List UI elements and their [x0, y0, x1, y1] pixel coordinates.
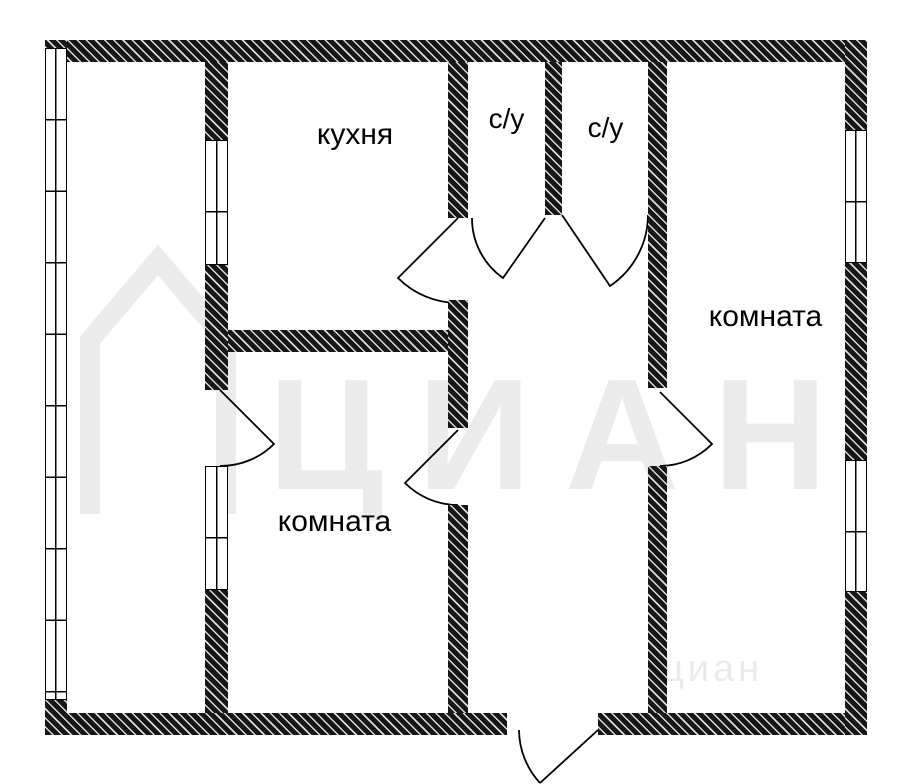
- window-loggia-upper: [205, 140, 228, 265]
- watermark-text: ЦИАН: [268, 347, 862, 523]
- wall-loggia-mid: [205, 265, 228, 390]
- wall-loggia-top: [205, 62, 228, 140]
- wall-bottom-left: [45, 713, 507, 735]
- door-arc-wc-1: [471, 217, 546, 280]
- window-left: [45, 48, 67, 700]
- wall-hall-left-bottom: [448, 505, 468, 713]
- watermark-house-icon: [80, 244, 236, 514]
- label-room-right: комната: [708, 300, 823, 333]
- wall-hall-left-top: [448, 62, 468, 218]
- door-arc-wc-2: [561, 214, 649, 288]
- wall-top: [45, 40, 867, 62]
- wall-hall-left-mid: [448, 300, 468, 428]
- wall-bottom-right: [598, 713, 867, 735]
- window-right-lower: [845, 460, 867, 592]
- window-loggia-lower: [205, 466, 228, 590]
- door-arc-kitchen: [396, 217, 459, 304]
- door-arc-entrance: [518, 729, 599, 784]
- door-arc-room-right: [659, 391, 714, 467]
- wall-wc-divider: [545, 62, 562, 215]
- label-wc-2: с/у: [587, 112, 624, 143]
- door-arc-room-left: [403, 429, 459, 506]
- label-room-left: комната: [277, 505, 392, 538]
- label-wc-1: с/у: [488, 103, 525, 134]
- watermark-small-text: циан: [662, 648, 764, 690]
- wall-hall-right-bottom: [648, 466, 667, 713]
- label-kitchen: кухня: [316, 118, 394, 151]
- wall-kitchen-divider: [228, 330, 468, 352]
- wall-hall-right-top: [648, 62, 667, 388]
- wall-loggia-bottom: [205, 590, 228, 713]
- door-arc-loggia: [219, 389, 276, 467]
- window-right-upper: [845, 130, 867, 263]
